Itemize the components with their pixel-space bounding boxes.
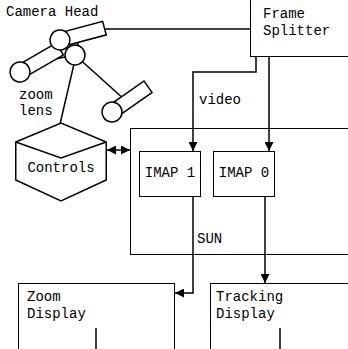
signal-arrow (107, 149, 130, 151)
text-label: zoom lens (18, 87, 60, 119)
node-label: IMAP 0 (214, 165, 274, 182)
control-box: Controls (15, 122, 107, 202)
process-box: Tracking Display (210, 283, 348, 349)
process-box: IMAP 0 (213, 151, 275, 197)
process-box: Zoom Display (18, 283, 175, 349)
signal-arrow (268, 57, 270, 151)
camera-pole (60, 64, 74, 124)
node-label: Tracking Display (216, 289, 296, 323)
text-label: Camera Head (5, 4, 99, 20)
process-box: Frame Splitter (250, 0, 348, 57)
camera-head-sphere (65, 45, 85, 65)
node-label: Controls (15, 160, 107, 177)
signal-arrow (175, 197, 193, 293)
node-label: Frame Splitter (263, 6, 345, 40)
display-divider (95, 328, 97, 349)
camera (98, 79, 154, 126)
process-box: IMAP 1 (139, 151, 201, 197)
node-label: IMAP 1 (140, 165, 200, 182)
iso-box-outline (16, 123, 107, 201)
node-label: SUN (197, 231, 222, 248)
signal-arrow (193, 57, 256, 151)
iso-box-edge (16, 142, 107, 158)
video-cable (104, 28, 250, 30)
display-divider (279, 328, 281, 349)
signal-arrow (264, 197, 266, 283)
node-label: Zoom Display (27, 289, 102, 323)
text-label: video (198, 92, 242, 108)
process-box: SUN IMAP 1 IMAP 0 (130, 128, 348, 255)
